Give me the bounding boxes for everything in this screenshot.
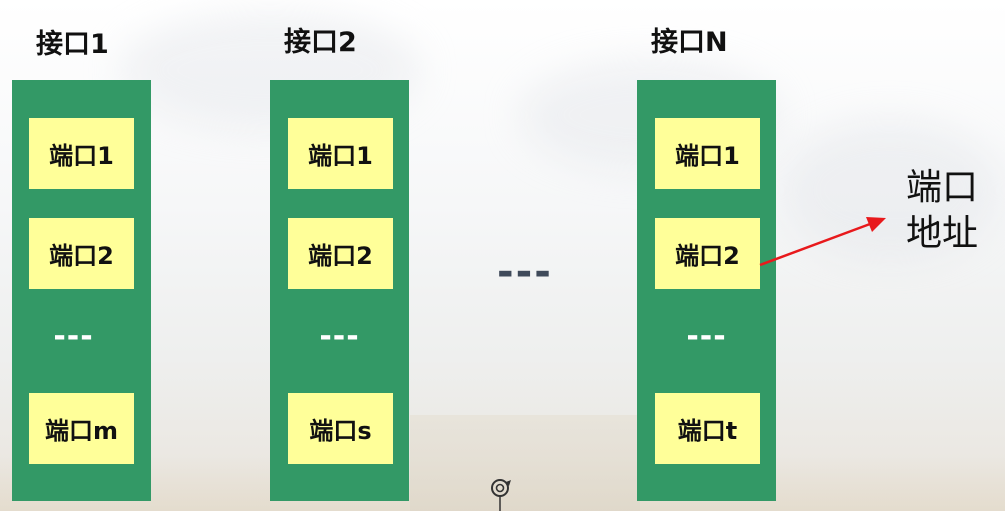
ports-ellipsis: ---	[53, 319, 94, 354]
port-box-highlighted: 端口2	[655, 218, 760, 289]
port-box: 端口1	[288, 118, 393, 189]
port-box: 端口2	[29, 218, 134, 289]
interface-2: 端口1 端口2 --- 端口s	[270, 80, 409, 501]
port-box: 端口s	[288, 393, 393, 464]
port-box: 端口2	[288, 218, 393, 289]
interface-title-2: 接口2	[284, 27, 357, 58]
port-address-line1: 端口	[906, 167, 979, 208]
ports-ellipsis: ---	[686, 319, 727, 354]
background-building	[410, 415, 640, 511]
arrow-line	[759, 222, 871, 267]
port-box: 端口m	[29, 393, 134, 464]
background-cloud	[780, 120, 1000, 260]
port-box: 端口t	[655, 393, 760, 464]
port-box: 端口1	[29, 118, 134, 189]
ports-ellipsis: ---	[319, 319, 360, 354]
port-address-line2: 地址	[906, 213, 979, 254]
interfaces-ellipsis: ---	[497, 249, 553, 295]
interface-title-n: 接口N	[651, 27, 728, 58]
rotate-cursor-icon[interactable]	[487, 476, 513, 511]
port-address-label: 端口 地址	[906, 165, 996, 257]
interface-n: 端口1 端口2 --- 端口t	[637, 80, 776, 501]
interface-title-1: 接口1	[36, 29, 109, 60]
arrow-head	[866, 217, 886, 232]
interface-1: 端口1 端口2 --- 端口m	[12, 80, 151, 501]
port-box: 端口1	[655, 118, 760, 189]
